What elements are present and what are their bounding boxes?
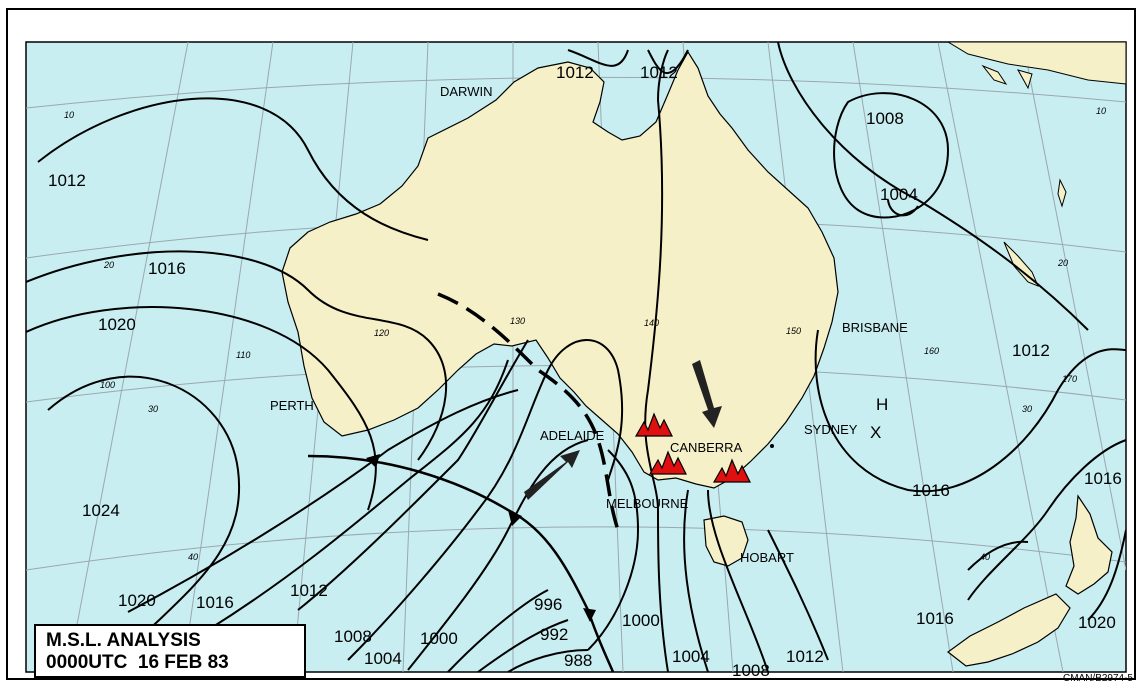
svg-text:1004: 1004 (364, 649, 402, 668)
svg-text:1008: 1008 (866, 109, 904, 128)
svg-text:1012: 1012 (290, 581, 328, 600)
svg-text:1008: 1008 (334, 627, 372, 646)
svg-text:170: 170 (1062, 374, 1077, 384)
map-timestamp: 0000UTC 16 FEB 83 (46, 652, 229, 673)
city-label-canberra: CANBERRA (670, 440, 743, 455)
graticule-labels: 10 10 20 20 30 30 40 40 100 110 120 130 … (64, 106, 1106, 562)
vanuatu (1057, 178, 1067, 208)
svg-text:1024: 1024 (82, 501, 120, 520)
city-label-hobart: HOBART (740, 550, 794, 565)
new-guinea (888, 42, 1126, 85)
cold-front (307, 454, 615, 672)
new-zealand-south (947, 593, 1071, 667)
fire-icon (634, 412, 751, 483)
svg-text:130: 130 (510, 316, 525, 326)
svg-text:110: 110 (236, 350, 250, 360)
svg-text:1012: 1012 (1012, 341, 1050, 360)
svg-text:1020: 1020 (1078, 613, 1116, 632)
svg-text:160: 160 (924, 346, 939, 356)
svg-text:1016: 1016 (196, 593, 234, 612)
svg-text:120: 120 (374, 328, 389, 338)
svg-text:1004: 1004 (880, 185, 918, 204)
svg-text:1016: 1016 (916, 609, 954, 628)
svg-text:1012: 1012 (556, 63, 594, 82)
svg-text:1016: 1016 (148, 259, 186, 278)
city-label-darwin: DARWIN (440, 84, 492, 99)
svg-text:100: 100 (100, 380, 115, 390)
city-label-brisbane: BRISBANE (842, 320, 908, 335)
low-x-marker: X (870, 423, 881, 442)
city-label-melbourne: MELBOURNE (606, 496, 689, 511)
svg-text:1012: 1012 (786, 647, 824, 666)
front-triangles (366, 454, 596, 622)
svg-text:988: 988 (564, 651, 592, 670)
new-zealand-north (1065, 494, 1113, 595)
svg-text:10: 10 (64, 110, 74, 120)
credit-label: CMAN/B2974-5 (1062, 673, 1133, 684)
svg-text:40: 40 (188, 552, 198, 562)
tasmania (703, 515, 749, 567)
isobars (26, 42, 1126, 672)
city-label-sydney: SYDNEY (804, 422, 858, 437)
svg-text:1012: 1012 (48, 171, 86, 190)
city-label-adelaide: ADELAIDE (540, 428, 605, 443)
svg-text:30: 30 (148, 404, 158, 414)
svg-text:1020: 1020 (98, 315, 136, 334)
svg-text:1012: 1012 (640, 63, 678, 82)
svg-text:20: 20 (103, 260, 114, 270)
svg-text:30: 30 (1022, 404, 1032, 414)
wind-arrow (524, 450, 580, 500)
island (1016, 69, 1033, 90)
svg-text:1000: 1000 (622, 611, 660, 630)
weather-map: DARWIN PERTH ADELAIDE CANBERRA SYDNEY BR… (25, 41, 1127, 678)
high-pressure-marker: H (876, 395, 888, 414)
svg-text:150: 150 (786, 326, 801, 336)
svg-text:10: 10 (1096, 106, 1106, 116)
canberra-dot (770, 444, 774, 448)
wind-arrow (692, 360, 722, 428)
map-title: M.S.L. ANALYSIS (46, 630, 201, 651)
svg-text:140: 140 (644, 318, 659, 328)
map-title-box: M.S.L. ANALYSIS 0000UTC 16 FEB 83 (34, 624, 306, 678)
city-label-perth: PERTH (270, 398, 314, 413)
map-frame: DARWIN PERTH ADELAIDE CANBERRA SYDNEY BR… (6, 8, 1136, 680)
svg-text:992: 992 (540, 625, 568, 644)
svg-text:1016: 1016 (912, 481, 950, 500)
island (981, 64, 1008, 85)
svg-text:1004: 1004 (672, 647, 710, 666)
svg-text:40: 40 (980, 552, 990, 562)
isobar-labels: 1012 1012 1012 1008 1004 1016 1020 1024 … (48, 63, 1122, 678)
svg-text:996: 996 (534, 595, 562, 614)
svg-text:20: 20 (1057, 258, 1068, 268)
svg-text:1000: 1000 (420, 629, 458, 648)
trough-lines (437, 292, 620, 531)
svg-text:1016: 1016 (1084, 469, 1122, 488)
svg-text:1020: 1020 (118, 591, 156, 610)
svg-text:1008: 1008 (732, 661, 770, 678)
